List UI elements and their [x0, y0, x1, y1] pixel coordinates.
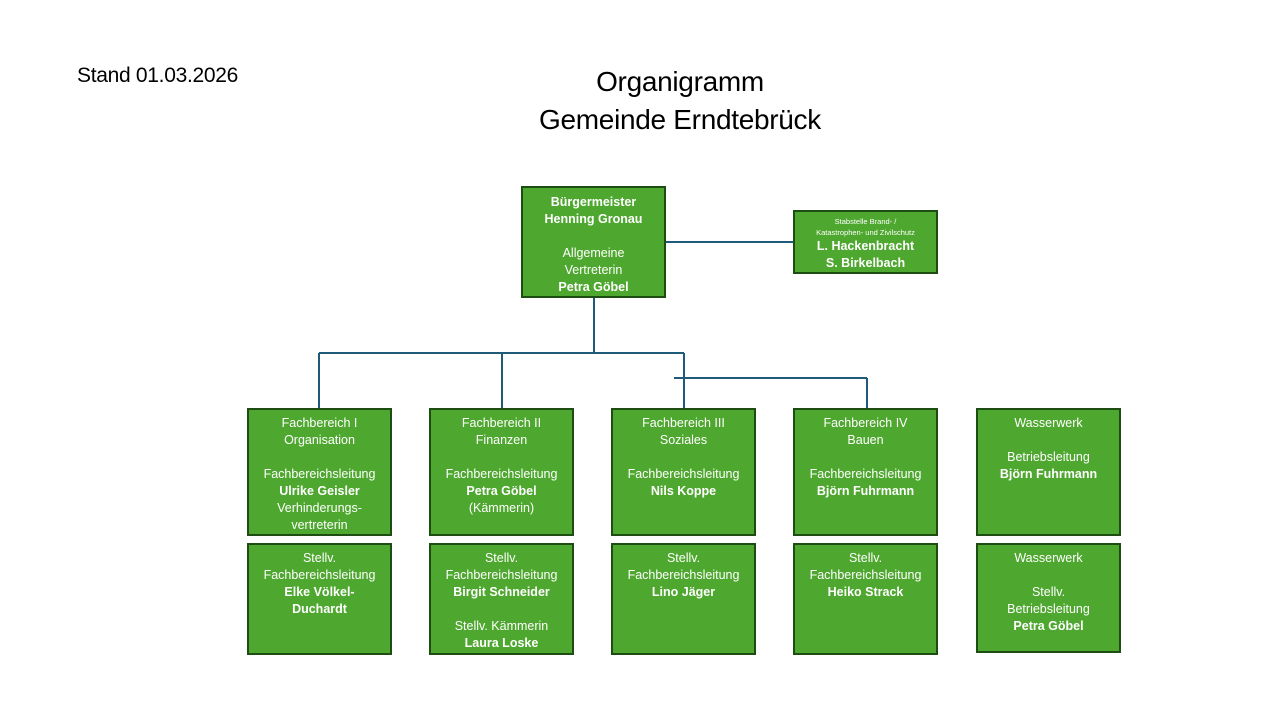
- deputy-role-1: Stellv.: [302, 551, 337, 565]
- deputy-box-wasserwerk[interactable]: Wasserwerk Stellv. Betriebsleitung Petra…: [976, 543, 1121, 653]
- department-title: Fachbereich III: [642, 416, 725, 430]
- department-box-3[interactable]: Fachbereich III Soziales Fachbereichslei…: [611, 408, 756, 536]
- deputy-name-1: Heiko Strack: [827, 585, 904, 599]
- deputy-role-2: Fachbereichsleitung: [809, 568, 922, 582]
- deputy-name: Petra Göbel: [558, 280, 629, 294]
- deputy-name-1: Elke Völkel-: [284, 585, 355, 599]
- deputy-name-1: Lino Jäger: [651, 585, 716, 599]
- deputy-role-1: Stellv.: [666, 551, 701, 565]
- deputy-name-1: Petra Göbel: [1013, 619, 1084, 633]
- department-extra-1: Verhinderungs-: [277, 501, 362, 515]
- department-title: Fachbereich I: [281, 416, 358, 430]
- deputy-role-1: Stellv.: [484, 551, 519, 565]
- department-title: Wasserwerk: [1014, 416, 1083, 430]
- staff-box[interactable]: Stabstelle Brand- / Katastrophen- und Zi…: [793, 210, 938, 274]
- deputy-role-2: Fachbereichsleitung: [445, 568, 558, 582]
- deputy-role-1: Allgemeine: [562, 246, 625, 260]
- department-extra-1: (Kämmerin): [468, 501, 535, 515]
- department-role: Fachbereichsleitung: [445, 467, 558, 481]
- title-line-1: Organigramm: [596, 66, 764, 97]
- department-head: Björn Fuhrmann: [816, 484, 915, 498]
- department-subtitle: Soziales: [659, 433, 708, 447]
- department-head: Nils Koppe: [650, 484, 717, 498]
- department-subtitle: Organisation: [284, 433, 355, 447]
- mayor-name: Henning Gronau: [544, 212, 643, 226]
- department-box-1[interactable]: Fachbereich I Organisation Fachbereichsl…: [247, 408, 392, 536]
- department-role: Betriebsleitung: [1007, 450, 1090, 464]
- department-head: Ulrike Geisler: [279, 484, 360, 498]
- department-role: Fachbereichsleitung: [809, 467, 922, 481]
- stand-date: Stand 01.03.2026: [77, 64, 239, 87]
- department-title: Fachbereich IV: [823, 416, 908, 430]
- department-subtitle: Finanzen: [475, 433, 528, 447]
- department-role: Fachbereichsleitung: [627, 467, 740, 481]
- deputy-role-1: Stellv.: [848, 551, 883, 565]
- department-subtitle: Bauen: [847, 433, 884, 447]
- department-box-4[interactable]: Fachbereich IV Bauen Fachbereichsleitung…: [793, 408, 938, 536]
- deputy-extra-name: Laura Loske: [464, 636, 539, 650]
- staff-role-1: Stabstelle Brand- /: [834, 217, 897, 226]
- deputy-box-2[interactable]: Stellv. Fachbereichsleitung Birgit Schne…: [429, 543, 574, 655]
- department-head: Björn Fuhrmann: [999, 467, 1098, 481]
- deputy-role-2: Fachbereichsleitung: [263, 568, 376, 582]
- mayor-role: Bürgermeister: [550, 195, 637, 209]
- deputy-name-1: Birgit Schneider: [453, 585, 550, 599]
- department-role: Fachbereichsleitung: [263, 467, 376, 481]
- title-line-2: Gemeinde Erndtebrück: [539, 104, 821, 135]
- deputy-extra-role: Stellv. Kämmerin: [454, 619, 549, 633]
- staff-role-2: Katastrophen- und Zivilschutz: [816, 228, 915, 237]
- deputy-title: Wasserwerk: [1014, 551, 1083, 565]
- deputy-role-2: Fachbereichsleitung: [627, 568, 740, 582]
- department-title: Fachbereich II: [461, 416, 542, 430]
- staff-name-2: S. Birkelbach: [825, 256, 906, 270]
- deputy-role-2: Vertreterin: [564, 263, 623, 277]
- deputy-box-4[interactable]: Stellv. Fachbereichsleitung Heiko Strack: [793, 543, 938, 655]
- mayor-box[interactable]: Bürgermeister Henning Gronau Allgemeine …: [521, 186, 666, 298]
- department-box-wasserwerk[interactable]: Wasserwerk Betriebsleitung Björn Fuhrman…: [976, 408, 1121, 536]
- staff-name-1: L. Hackenbracht: [816, 239, 915, 253]
- deputy-box-3[interactable]: Stellv. Fachbereichsleitung Lino Jäger: [611, 543, 756, 655]
- department-extra-2: vertreterin: [291, 518, 348, 532]
- department-box-2[interactable]: Fachbereich II Finanzen Fachbereichsleit…: [429, 408, 574, 536]
- deputy-box-1[interactable]: Stellv. Fachbereichsleitung Elke Völkel-…: [247, 543, 392, 655]
- department-head: Petra Göbel: [466, 484, 537, 498]
- deputy-name-2: Duchardt: [292, 602, 347, 616]
- deputy-role-1: Stellv.: [1031, 585, 1066, 599]
- page-title: Organigramm Gemeinde Erndtebrück: [480, 63, 880, 139]
- deputy-role-2: Betriebsleitung: [1007, 602, 1090, 616]
